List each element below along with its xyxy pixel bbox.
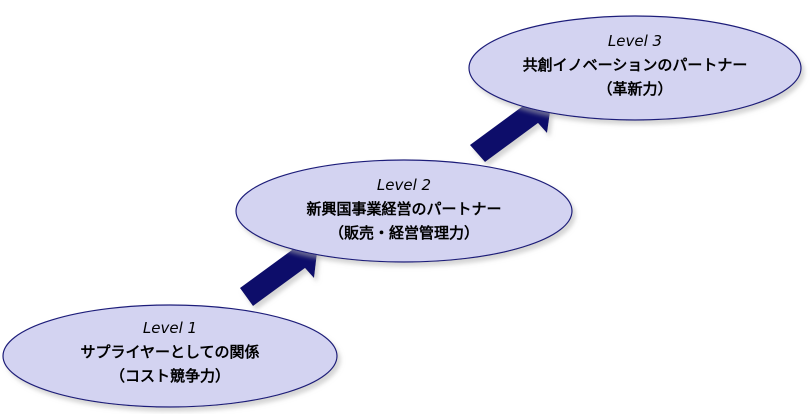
- level-3-title: 共創イノベーションのパートナー: [523, 56, 748, 74]
- arrow-level2-to-level3: [470, 95, 552, 162]
- level-2-node: Level 2 新興国事業経営のパートナー （販売・経営管理力）: [235, 159, 573, 263]
- level-2-label: Level 2: [377, 176, 431, 194]
- level-3-node: Level 3 共創イノベーションのパートナー （革新力）: [468, 15, 802, 121]
- level-1-subtitle: （コスト競争力）: [110, 367, 230, 385]
- level-2-ellipse: [235, 159, 573, 263]
- level-1-ellipse: [2, 304, 338, 408]
- level-3-label: Level 3: [608, 32, 662, 50]
- arrow-level1-to-level2: [240, 240, 318, 306]
- level-3-ellipse: [468, 15, 802, 121]
- level-2-subtitle: （販売・経営管理力）: [329, 224, 479, 242]
- level-3-subtitle: （革新力）: [597, 80, 672, 98]
- level-1-node: Level 1 サプライヤーとしての関係 （コスト競争力）: [2, 304, 338, 408]
- level-1-label: Level 1: [143, 319, 197, 337]
- level-2-title: 新興国事業経営のパートナー: [306, 200, 501, 218]
- level-1-title: サプライヤーとしての関係: [80, 343, 259, 361]
